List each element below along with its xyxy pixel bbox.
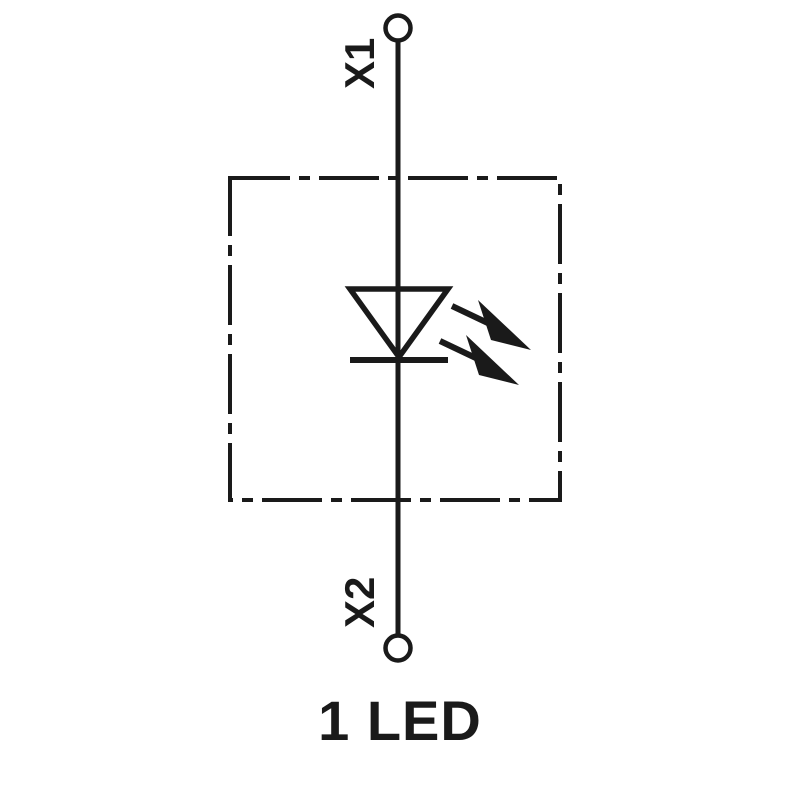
- led-emission-arrow-upper: [450, 300, 531, 350]
- terminal-label-x2: X2: [336, 577, 383, 628]
- terminal-x1-circle: [383, 13, 413, 43]
- terminal-label-x1: X1: [336, 38, 383, 89]
- led-emission-arrow-lower: [438, 335, 519, 385]
- diode-triangle: [344, 286, 454, 362]
- terminal-x2-circle: [383, 633, 413, 663]
- diagram-caption: 1 LED: [318, 689, 482, 752]
- device-boundary-box: [228, 176, 562, 502]
